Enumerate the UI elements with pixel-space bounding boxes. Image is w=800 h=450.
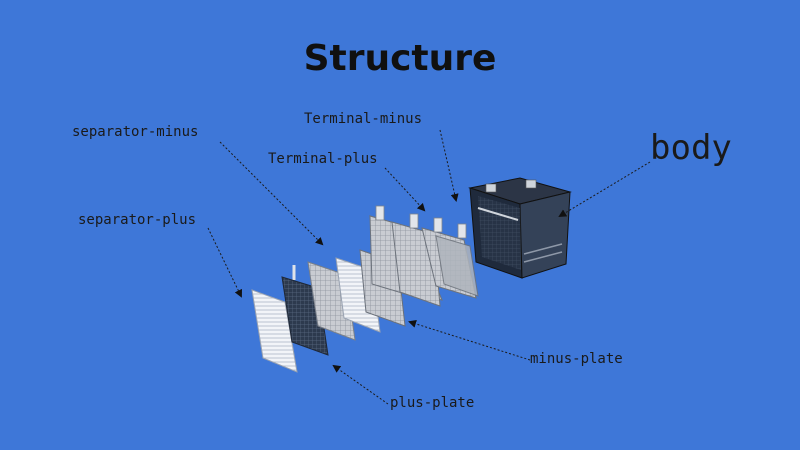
leader-minus-plate (408, 319, 531, 361)
separator-minus-label: separator-minus (72, 124, 199, 140)
separator-plus-part (251, 289, 298, 373)
plus-plate-label: plus-plate (390, 395, 475, 411)
leader-plus-plate (332, 364, 389, 405)
slide-title: Structure (303, 38, 497, 79)
separator-plus-label: separator-plus (78, 212, 197, 228)
leader-separator-plus (207, 227, 242, 298)
battery-body (468, 177, 572, 279)
leader-terminal-plus (384, 167, 426, 212)
terminal-plus-label: Terminal-plus (268, 151, 378, 167)
terminal-minus-label: Terminal-minus (304, 111, 423, 127)
leader-separator-minus (219, 141, 324, 246)
leader-body (558, 161, 651, 218)
minus-plate-label: minus-plate (530, 351, 623, 367)
leader-lines (207, 129, 651, 405)
plate-group-minus (421, 217, 479, 299)
leader-terminal-minus (439, 129, 459, 202)
body-label: body (650, 128, 732, 168)
